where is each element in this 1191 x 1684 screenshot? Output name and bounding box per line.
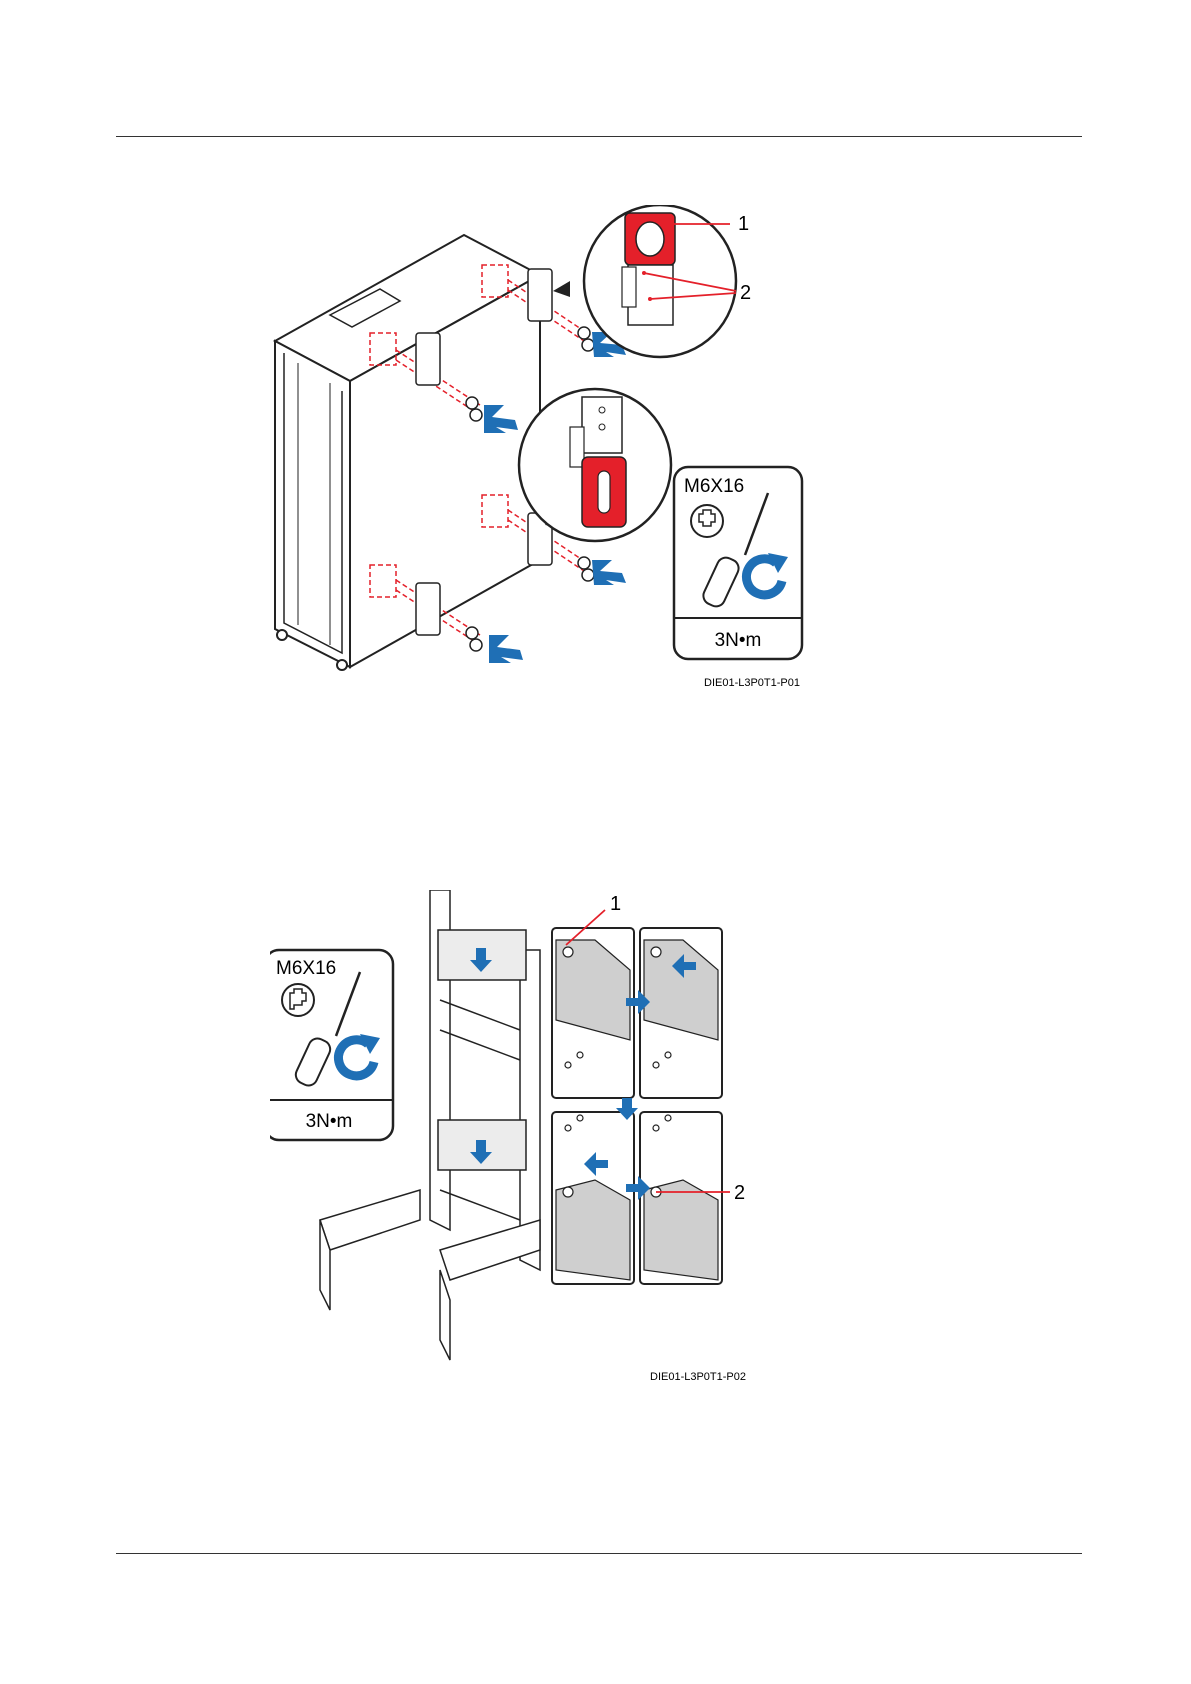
cabinet-body — [275, 235, 540, 670]
torque-label: 3N•m — [306, 1111, 353, 1132]
footer-rule — [116, 1553, 1082, 1554]
figure-id: DIE01-L3P0T1-P01 — [704, 677, 800, 689]
screw-spec-label: M6X16 — [684, 476, 744, 497]
detail-circle-lower — [519, 389, 671, 541]
figure-id: DIE01-L3P0T1-P02 — [650, 1371, 746, 1383]
callout-1: 1 — [738, 213, 749, 235]
callout-1: 1 — [610, 893, 621, 915]
figure-rack-rail-install: M6X16 3N•m 1 2 DIE01-L3P0T1-P02 — [270, 890, 830, 1410]
panel-plates — [556, 940, 718, 1280]
screw-spec-label: M6X16 — [276, 958, 336, 979]
figure-cabinet-bracket-install: 1 2 M6X16 3N•m DIE01-L3P0T1-P01 — [270, 205, 880, 745]
callout-2: 2 — [734, 1182, 745, 1204]
callout-2: 2 — [740, 282, 751, 304]
torque-label: 3N•m — [715, 630, 762, 651]
header-rule — [116, 136, 1082, 137]
